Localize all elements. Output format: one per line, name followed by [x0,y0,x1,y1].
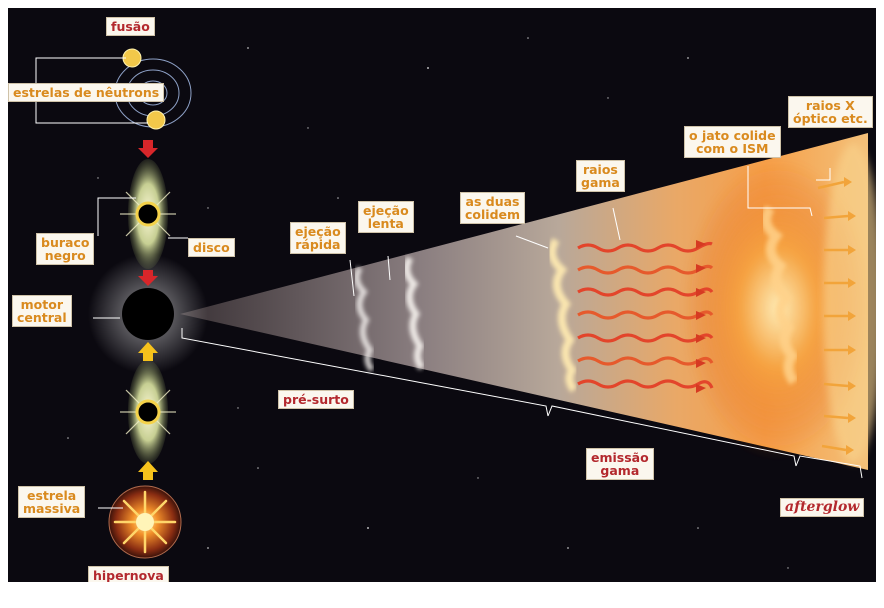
label-emissao-gama: emissão gama [586,448,654,480]
gamma-ray-burst-diagram: fusão estrelas de nêutrons buraco negro … [8,8,876,582]
label-estrela-massiva-line2: massiva [23,502,80,515]
label-ejecao-lenta: ejeção lenta [358,201,414,233]
label-jato-colide: o jato colide com o ISM [684,126,781,158]
jet-cone [180,133,876,470]
label-disco: disco [188,238,235,257]
label-raios-gama: raios gama [576,160,625,192]
lower-accretion-disk [120,360,176,464]
label-fusao: fusão [106,17,155,36]
label-jato-colide-line2: com o ISM [689,142,776,155]
label-motor-central: motor central [12,295,72,327]
yellow-arrow-up-2 [138,461,158,480]
label-afterglow: afterglow [780,498,864,517]
upper-accretion-disk [120,159,176,269]
label-pre-surto: pré-surto [278,390,354,409]
label-ejecao-lenta-line2: lenta [363,217,409,230]
label-raios-x-line2: óptico etc. [793,112,868,125]
label-emissao-gama-line2: gama [591,464,649,477]
label-ejecao-rapida-line2: rápida [295,238,341,251]
label-as-duas-colidem: as duas colidem [460,192,525,224]
label-buraco-negro: buraco negro [36,233,94,265]
hypernova-star [109,486,181,558]
label-motor-central-line2: central [17,311,67,324]
label-raios-gama-line2: gama [581,176,620,189]
label-buraco-negro-line2: negro [41,249,89,262]
label-estrela-massiva: estrela massiva [18,486,85,518]
label-raios-x: raios X óptico etc. [788,96,873,128]
red-arrow-down-1 [138,140,158,158]
label-hipernova: hipernova [88,566,169,582]
label-as-duas-colidem-line2: colidem [465,208,520,221]
label-ejecao-rapida: ejeção rápida [290,222,346,254]
label-estrelas-neutrons: estrelas de nêutrons [8,83,164,102]
